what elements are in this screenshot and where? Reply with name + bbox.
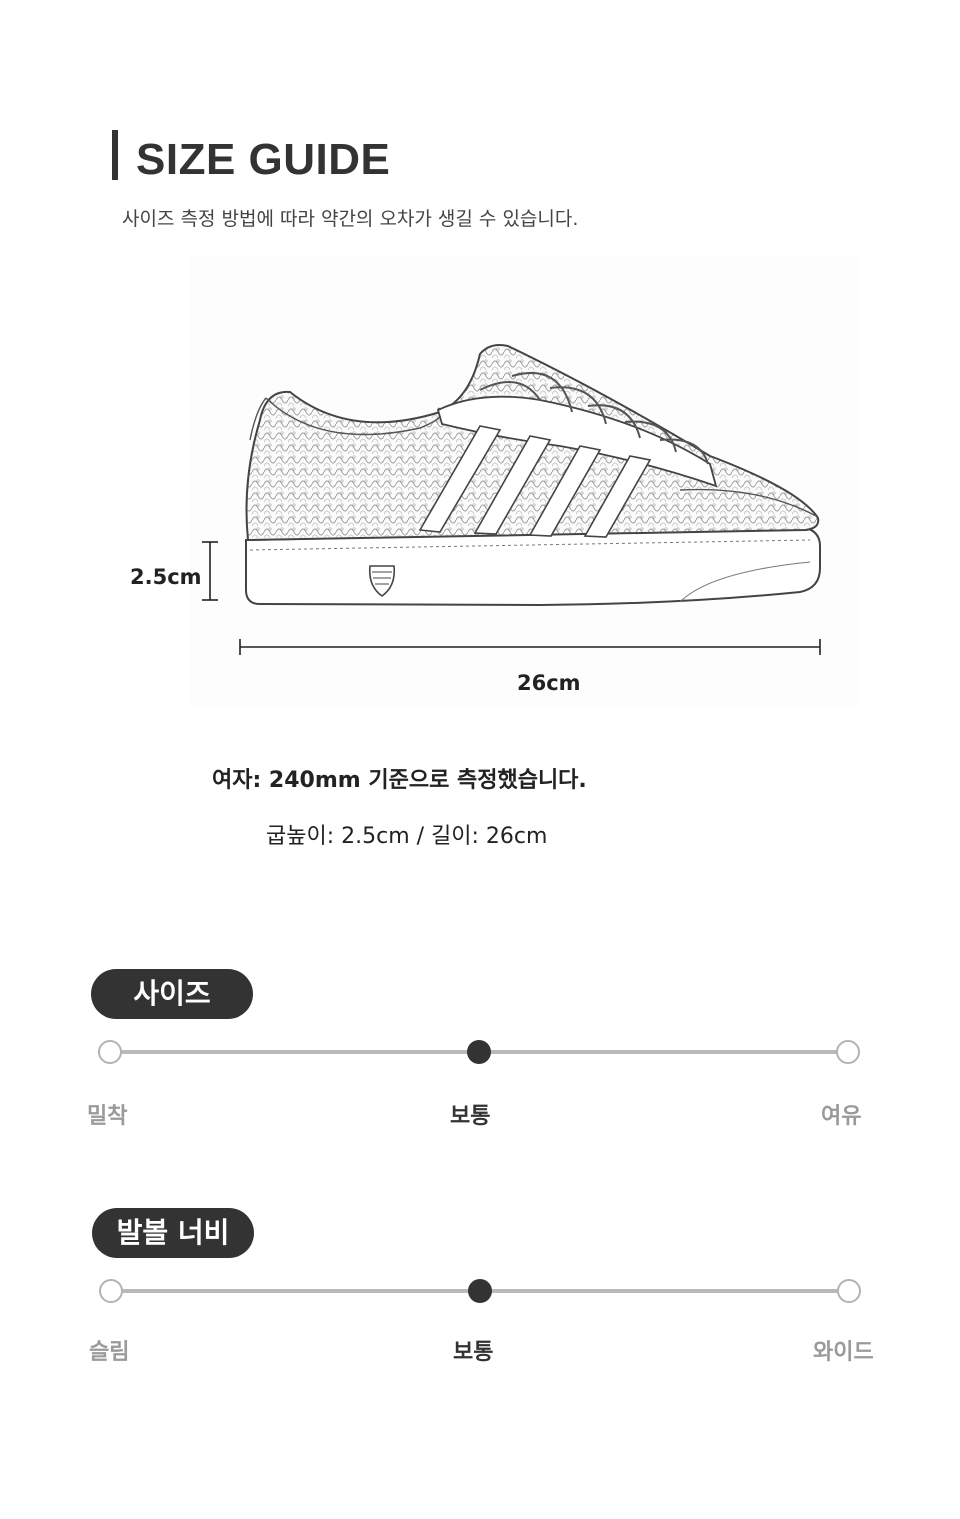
size-option-dot-normal xyxy=(467,1040,491,1064)
width-option-dot-wide xyxy=(837,1279,861,1303)
size-scale-title: 사이즈 xyxy=(91,969,253,1019)
length-label: 26cm xyxy=(517,671,581,695)
height-dimension-line xyxy=(202,541,218,601)
height-label: 2.5cm xyxy=(130,565,202,589)
size-option-dot-tight xyxy=(98,1040,122,1064)
width-scale-title: 발볼 너비 xyxy=(92,1208,254,1258)
size-option-dot-loose xyxy=(836,1040,860,1064)
size-option-label-tight: 밀착 xyxy=(87,1104,128,1129)
shoe-illustration xyxy=(120,250,860,720)
measurement-detail: 굽높이: 2.5cm / 길이: 26cm xyxy=(266,824,548,849)
width-option-label-wide: 와이드 xyxy=(813,1340,874,1365)
width-option-label-slim: 슬림 xyxy=(89,1340,130,1365)
shoe-drawing xyxy=(202,344,821,655)
title-accent-bar xyxy=(112,130,118,180)
shield-logo-icon xyxy=(368,565,396,597)
width-option-dot-slim xyxy=(99,1279,123,1303)
size-option-label-normal: 보통 xyxy=(450,1104,491,1129)
measurement-note: 여자: 240mm 기준으로 측정했습니다. xyxy=(212,768,587,793)
size-option-label-loose: 여유 xyxy=(821,1104,862,1129)
width-option-label-normal: 보통 xyxy=(453,1340,494,1365)
length-dimension-line xyxy=(239,639,821,655)
width-option-dot-normal xyxy=(468,1279,492,1303)
page-title: SIZE GUIDE xyxy=(136,135,391,184)
page-subtitle: 사이즈 측정 방법에 따라 약간의 오차가 생길 수 있습니다. xyxy=(122,208,579,230)
